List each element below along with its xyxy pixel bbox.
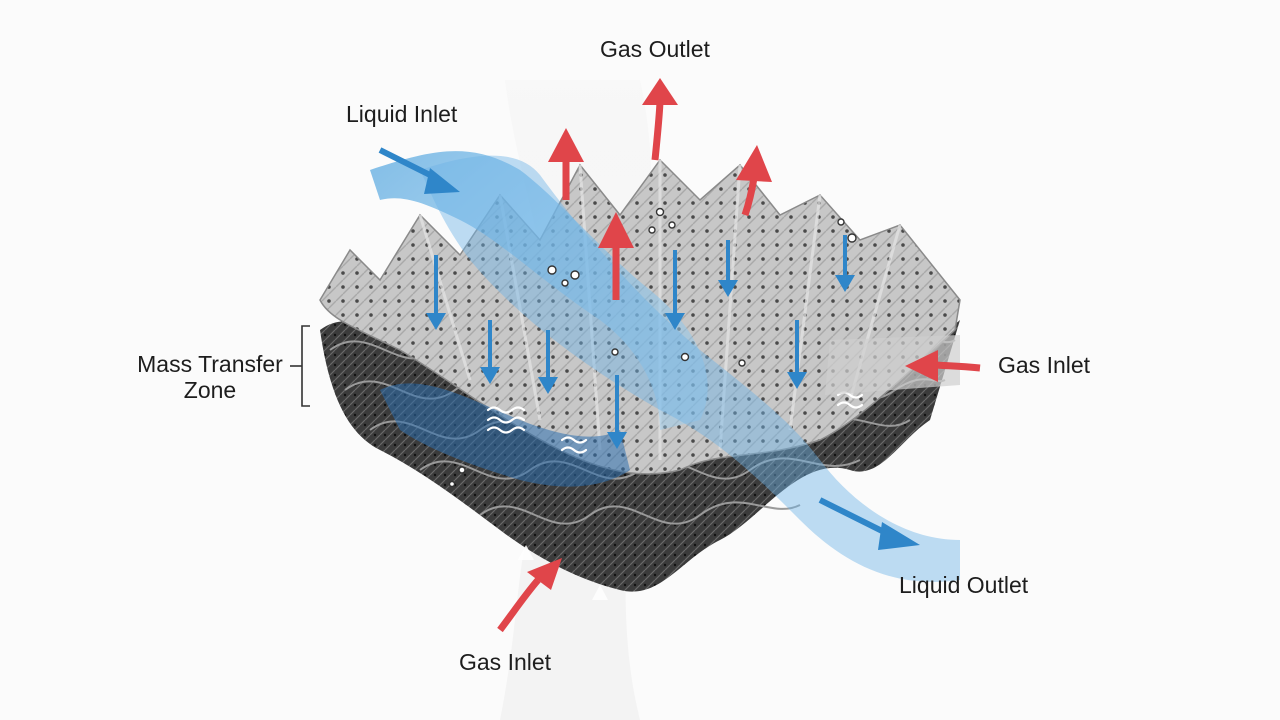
- wave-marks: [486, 391, 864, 454]
- gas-rise-arrows: [518, 545, 608, 600]
- liquid-stream-main: [420, 155, 960, 582]
- gas-stream-right: [825, 335, 960, 395]
- liquid-arrows: [378, 147, 920, 550]
- gas-inlet-bottom-label: Gas Inlet: [459, 649, 552, 675]
- gas-inlet-right-label: Gas Inlet: [998, 352, 1091, 378]
- liquid-stream-inlet: [370, 151, 708, 430]
- liquid-outlet-label: Liquid Outlet: [899, 572, 1029, 598]
- mass-transfer-zone-label: Mass Transfer Zone: [120, 351, 300, 403]
- mass-transfer-bracket: [290, 325, 310, 407]
- bubbles: [448, 207, 857, 488]
- gas-outlet-label: Gas Outlet: [600, 36, 710, 62]
- mass-transfer-line1: Mass Transfer: [137, 351, 283, 377]
- gas-arrows: [497, 78, 981, 633]
- liquid-stream-pool: [380, 383, 630, 487]
- liquid-inlet-label: Liquid Inlet: [346, 101, 458, 127]
- mass-transfer-line2: Zone: [183, 377, 237, 403]
